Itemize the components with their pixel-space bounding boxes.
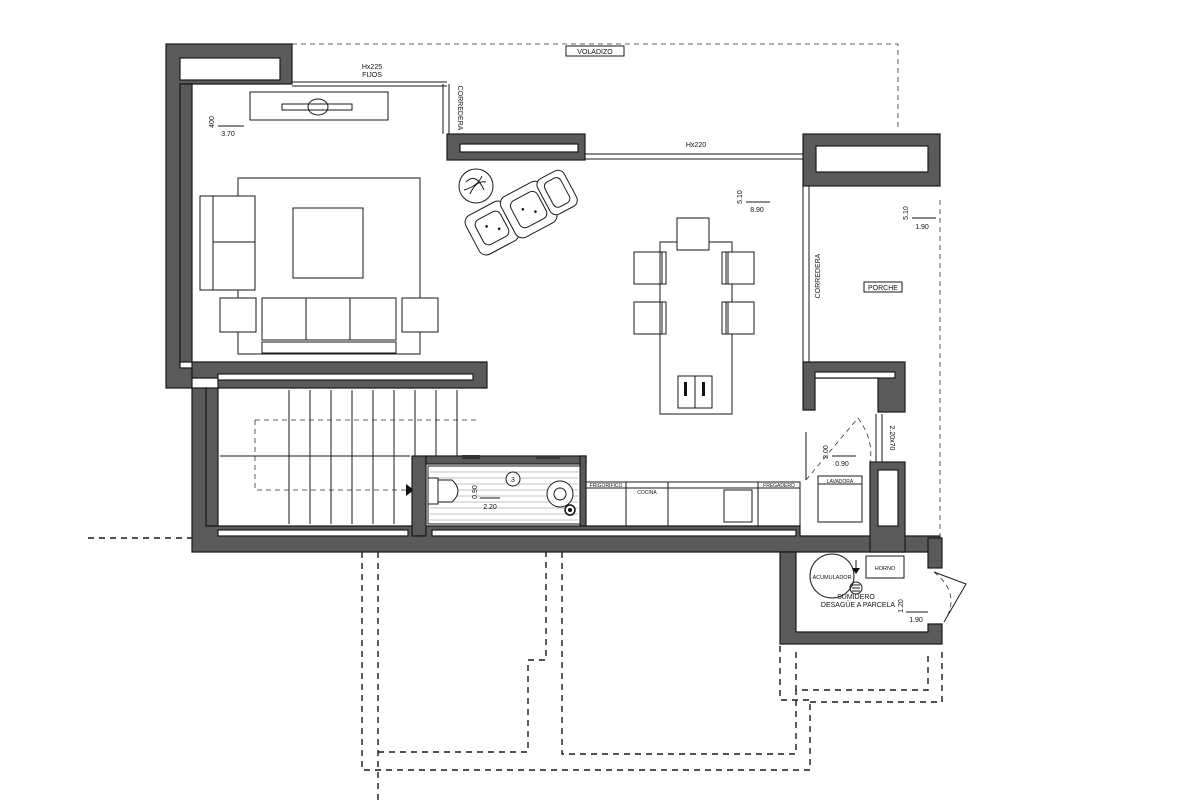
label-utility-h: 1.20 — [898, 599, 905, 613]
living-room-furniture — [199, 91, 578, 355]
label-desague: DESAGÜE A PARCELA — [821, 601, 896, 609]
label-corredera-side: CORREDERA — [815, 253, 822, 298]
label-door-side: 2.20x70 — [888, 426, 895, 451]
label-window-main: Hx220 — [686, 142, 706, 149]
label-acumulador: ACUMULADOR — [812, 575, 851, 581]
label-sumidero: SUMIDERO — [837, 594, 875, 601]
label-bath-h: 0.90 — [472, 485, 479, 499]
label-door-h: 2.00 — [823, 445, 830, 459]
dining-furniture — [633, 217, 755, 415]
overhang-outlines — [88, 43, 943, 800]
label-door-w: 0.90 — [835, 461, 849, 468]
label-dining-h: 5.10 — [737, 190, 744, 204]
walls — [165, 43, 943, 645]
label-kitchen-1: FRIGORIFICO — [590, 483, 623, 489]
label-porche: PORCHE — [868, 285, 898, 292]
label-utility-w: 1.90 — [909, 617, 923, 624]
windows — [292, 81, 883, 462]
label-kitchen-2: COCINA — [637, 490, 657, 496]
label-porch-w: 1.90 — [915, 224, 929, 231]
label-corredera-top: CORREDERA — [456, 86, 463, 131]
bathroom — [427, 455, 581, 525]
label-bath-number: 3 — [511, 477, 515, 484]
label-fijos: FIJOS — [362, 72, 382, 79]
label-fijos-dim: Hx225 — [362, 64, 382, 71]
staircase — [220, 390, 458, 524]
label-volado: VOLADIZO — [577, 49, 613, 56]
utility-room — [809, 553, 967, 623]
label-horno: HORNO — [875, 566, 896, 572]
label-lavadora: LAVADORA — [827, 479, 854, 485]
plan-labels: VOLADIZO Hx225 FIJOS CORREDERA Hx220 400… — [209, 45, 936, 624]
kitchen — [585, 417, 872, 527]
label-bath-w: 2.20 — [483, 504, 497, 511]
label-kitchen-3: FREGADERO — [763, 483, 795, 489]
label-porch-h: 5.10 — [903, 206, 910, 220]
label-living-h: 400 — [209, 116, 216, 128]
label-living-w: 3.70 — [221, 131, 235, 138]
label-dining-w: 8.90 — [750, 207, 764, 214]
